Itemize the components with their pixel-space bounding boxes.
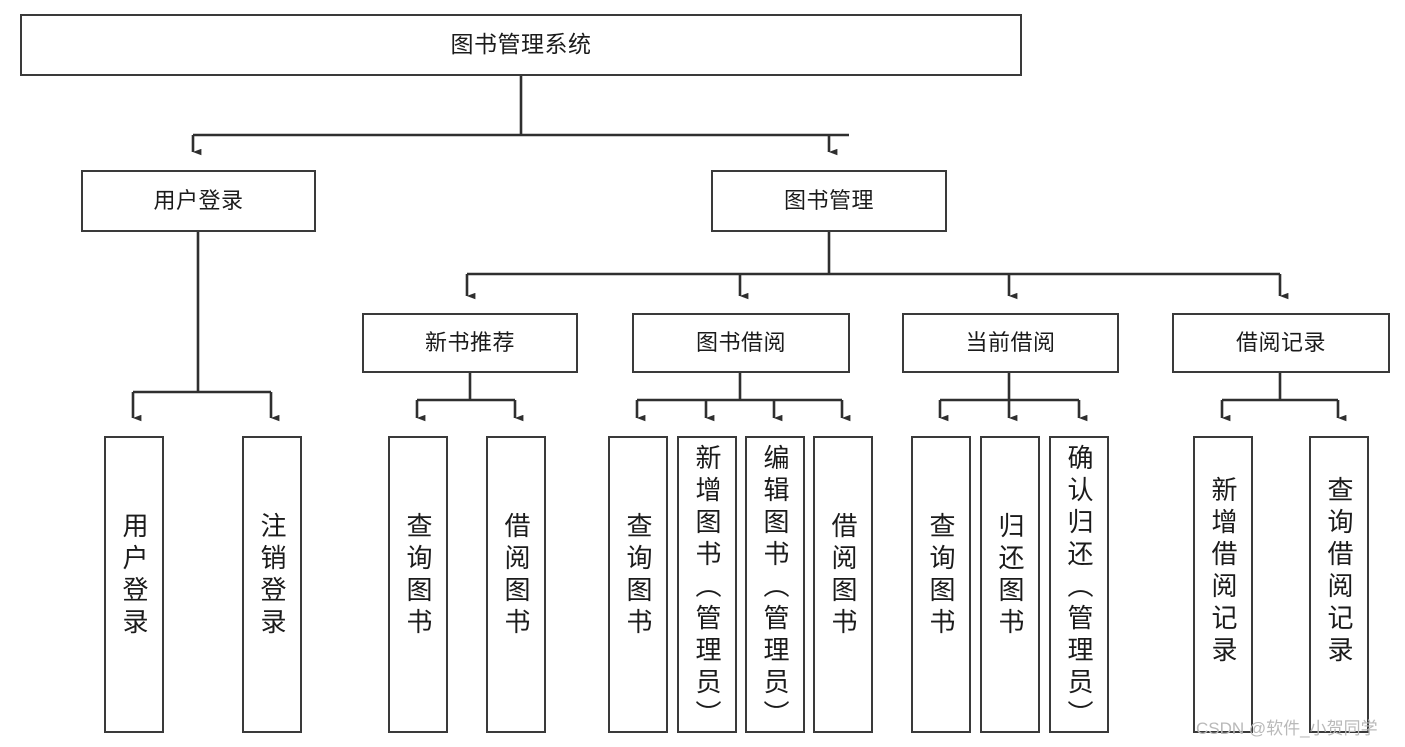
node-label: 图书管理系统 bbox=[450, 31, 592, 58]
node-leaf-user-login[interactable]: 用户登录 bbox=[104, 436, 164, 733]
node-label: 查询图书 bbox=[926, 512, 956, 640]
node-leaf-query-book-borrow[interactable]: 查询图书 bbox=[608, 436, 668, 733]
node-borrow-record[interactable]: 借阅记录 bbox=[1172, 313, 1390, 373]
node-label: 借阅记录 bbox=[1235, 329, 1326, 355]
node-label: 归还图书 bbox=[995, 512, 1025, 640]
node-label: 图书管理 bbox=[783, 187, 874, 213]
node-leaf-query-borrow-record[interactable]: 查询借阅记录 bbox=[1309, 436, 1369, 733]
node-current-borrow[interactable]: 当前借阅 bbox=[902, 313, 1119, 373]
node-label: 新书推荐 bbox=[424, 329, 515, 355]
node-leaf-borrow-book[interactable]: 借阅图书 bbox=[813, 436, 873, 733]
node-leaf-borrow-book-recommend[interactable]: 借阅图书 bbox=[486, 436, 546, 733]
node-label: 查询图书 bbox=[623, 512, 653, 640]
node-root-book-management-system[interactable]: 图书管理系统 bbox=[20, 14, 1022, 76]
node-label: 新增图书（管理员） bbox=[692, 444, 722, 732]
node-label: 查询借阅记录 bbox=[1324, 476, 1354, 668]
node-label: 确认归还（管理员） bbox=[1064, 444, 1094, 732]
node-label: 新增借阅记录 bbox=[1208, 476, 1238, 668]
node-label: 图书借阅 bbox=[695, 329, 786, 355]
node-leaf-edit-book-admin[interactable]: 编辑图书（管理员） bbox=[745, 436, 805, 733]
watermark-credit: CSDN @软件_小贺同学 bbox=[1196, 719, 1378, 738]
node-label: 借阅图书 bbox=[828, 512, 858, 640]
node-leaf-logout[interactable]: 注销登录 bbox=[242, 436, 302, 733]
node-leaf-return-book[interactable]: 归还图书 bbox=[980, 436, 1040, 733]
node-leaf-confirm-return-admin[interactable]: 确认归还（管理员） bbox=[1049, 436, 1109, 733]
node-label: 注销登录 bbox=[257, 512, 287, 640]
node-leaf-add-book-admin[interactable]: 新增图书（管理员） bbox=[677, 436, 737, 733]
node-label: 用户登录 bbox=[153, 187, 244, 213]
node-label: 当前借阅 bbox=[965, 329, 1056, 355]
node-book-borrow[interactable]: 图书借阅 bbox=[632, 313, 850, 373]
node-book-management[interactable]: 图书管理 bbox=[711, 170, 947, 232]
node-label: 借阅图书 bbox=[501, 512, 531, 640]
node-label: 查询图书 bbox=[403, 512, 433, 640]
node-label: 编辑图书（管理员） bbox=[760, 444, 790, 732]
node-new-book-recommend[interactable]: 新书推荐 bbox=[362, 313, 578, 373]
node-leaf-query-book-recommend[interactable]: 查询图书 bbox=[388, 436, 448, 733]
node-label: 用户登录 bbox=[119, 512, 149, 640]
node-leaf-add-borrow-record[interactable]: 新增借阅记录 bbox=[1193, 436, 1253, 733]
node-user-login[interactable]: 用户登录 bbox=[81, 170, 316, 232]
node-leaf-query-book-current[interactable]: 查询图书 bbox=[911, 436, 971, 733]
